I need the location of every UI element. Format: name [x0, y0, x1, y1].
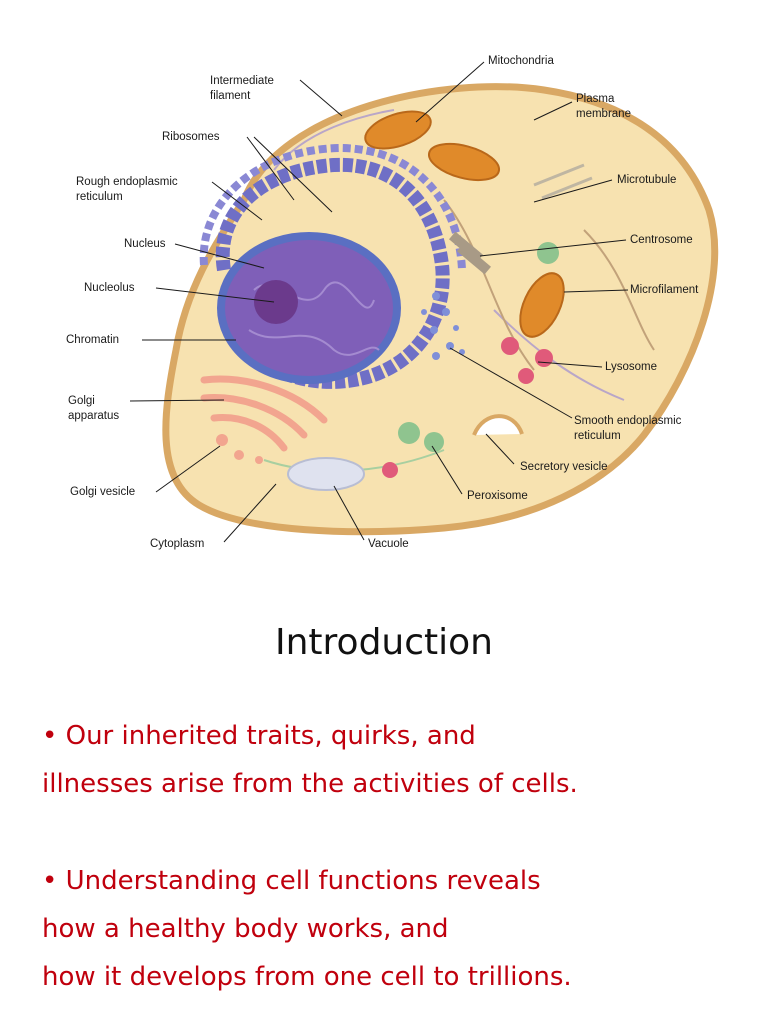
label-plasma-membrane-2: membrane [576, 108, 631, 120]
bullet-1-line-2: illnesses arise from the activities of c… [42, 760, 742, 808]
label-ribosomes: Ribosomes [162, 131, 220, 143]
label-plasma-membrane: Plasma [576, 93, 615, 105]
animal-cell-diagram: Mitochondria Intermediate filament Plasm… [64, 50, 722, 554]
label-lysosome: Lysosome [605, 361, 657, 373]
bullet-spacer [42, 808, 742, 857]
label-cytoplasm: Cytoplasm [150, 538, 204, 550]
bullet-list: • Our inherited traits, quirks, and illn… [42, 712, 742, 1001]
label-golgi-apparatus: Golgi [68, 395, 95, 407]
label-intermediate-filament-2: filament [210, 90, 251, 102]
label-nucleolus: Nucleolus [84, 282, 135, 294]
label-vacuole: Vacuole [368, 538, 409, 550]
cell-illustration: Mitochondria Intermediate filament Plasm… [64, 50, 722, 554]
bullet-2-line-2: how a healthy body works, and [42, 905, 742, 953]
label-golgi-apparatus-2: apparatus [68, 410, 119, 422]
vacuole-shape [288, 458, 364, 490]
label-nucleus: Nucleus [124, 238, 166, 250]
label-centrosome: Centrosome [630, 234, 693, 246]
label-mitochondria: Mitochondria [488, 55, 554, 67]
label-rough-er: Rough endoplasmic [76, 176, 178, 188]
label-smooth-er: Smooth endoplasmic [574, 415, 682, 427]
slide-title: Introduction [0, 622, 768, 663]
label-secretory-vesicle: Secretory vesicle [520, 461, 608, 473]
label-microtubule: Microtubule [617, 174, 676, 186]
bullet-1-line-1: • Our inherited traits, quirks, and [42, 712, 742, 760]
bullet-2-line-1: • Understanding cell functions reveals [42, 857, 742, 905]
nucleolus-shape [254, 280, 298, 324]
label-microfilament: Microfilament [630, 284, 699, 296]
nucleus-shape [221, 236, 397, 380]
label-peroxisome: Peroxisome [467, 490, 528, 502]
bullet-2-line-3: how it develops from one cell to trillio… [42, 953, 742, 1001]
label-smooth-er-2: reticulum [574, 430, 621, 442]
label-golgi-vesicle: Golgi vesicle [70, 486, 135, 498]
label-intermediate-filament: Intermediate [210, 75, 274, 87]
label-rough-er-2: reticulum [76, 191, 123, 203]
label-chromatin: Chromatin [66, 334, 119, 346]
